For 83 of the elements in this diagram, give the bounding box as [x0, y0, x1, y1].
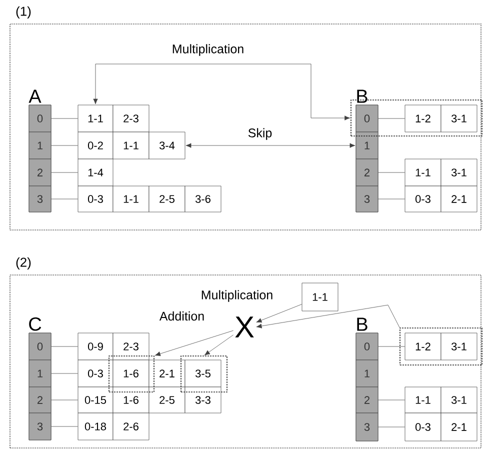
list-cell: 1-1: [78, 104, 114, 132]
array-name: A: [28, 90, 42, 103]
index-cell: 0: [28, 104, 52, 132]
edge-label: Multiplication: [170, 43, 246, 57]
list-cell: 2-6: [112, 412, 150, 440]
panel-heading: (2): [16, 257, 31, 270]
list-cell: 1-6: [112, 360, 150, 388]
index-cell: 1: [356, 132, 378, 160]
connector: [378, 426, 405, 428]
index-cell: 1: [356, 360, 378, 388]
list-cell: 2-5: [148, 386, 186, 414]
index-cell: 1: [28, 132, 52, 160]
operation-label: Addition: [159, 311, 204, 321]
index-cell: 2: [28, 158, 52, 186]
connector: [378, 346, 405, 347]
selection-box: [400, 328, 482, 366]
list-cell: 0-9: [78, 332, 114, 360]
selection-box: [180, 356, 228, 392]
index-cell: 1: [28, 360, 52, 388]
list-cell: 1-1: [302, 282, 338, 312]
list-cell: 1-1: [112, 132, 150, 160]
connector: [378, 198, 405, 200]
list-cell: 1-4: [78, 158, 114, 186]
list-cell: 0-3: [404, 412, 442, 442]
operation-label: Multiplication: [202, 290, 272, 302]
connector: [378, 172, 405, 173]
list-cell: 0-3: [78, 186, 114, 212]
list-cell: 1-1: [404, 158, 442, 186]
selection-box: [108, 356, 154, 392]
list-cell: 3-1: [440, 386, 478, 414]
list-cell: 0-18: [78, 412, 114, 440]
list-cell: 2-1: [440, 186, 478, 212]
list-cell: 3-5: [184, 360, 222, 388]
connector: [378, 118, 405, 119]
list-cell: 0-2: [78, 132, 114, 160]
connector: [51, 426, 78, 427]
index-cell: 3: [356, 186, 378, 212]
list-cell: 0-3: [78, 360, 114, 388]
list-cell: 1-1: [404, 386, 442, 414]
list-cell: 0-15: [78, 386, 114, 414]
index-cell: 2: [356, 386, 378, 414]
connector: [51, 172, 78, 173]
list-cell: 2-3: [112, 332, 150, 360]
list-cell: 1-2: [404, 332, 442, 360]
list-cell: 2-1: [440, 412, 478, 442]
connector: [51, 145, 78, 146]
connector: [256, 304, 400, 328]
array-name: B: [357, 90, 368, 103]
list-cell: 0-3: [404, 186, 442, 212]
list-cell: 2-5: [148, 186, 186, 212]
edge-label: Skip: [246, 127, 274, 141]
connector: [186, 143, 356, 148]
index-cell: 3: [28, 186, 52, 212]
list-cell: 1-1: [112, 186, 150, 212]
list-cell: 3-1: [440, 104, 478, 132]
index-cell: 0: [28, 332, 52, 360]
index-cell: 0: [356, 104, 378, 132]
connector: [93, 64, 350, 120]
connector: [51, 198, 78, 200]
list-cell: 3-4: [148, 132, 186, 160]
connector: [51, 346, 78, 347]
connector: [256, 304, 302, 323]
connector: [204, 334, 234, 356]
index-cell: 2: [356, 158, 378, 186]
connector: [51, 118, 78, 119]
operator-symbol: X: [235, 316, 254, 338]
list-cell: 2-1: [148, 360, 186, 388]
list-cell: 3-1: [440, 158, 478, 186]
index-cell: 3: [28, 412, 52, 440]
connector: [154, 330, 234, 356]
list-cell: 3-1: [440, 332, 478, 360]
list-cell: 3-3: [184, 386, 222, 414]
array-name: C: [29, 317, 42, 331]
connector: [51, 373, 78, 374]
array-name: B: [357, 318, 368, 331]
list-cell: 3-6: [184, 186, 222, 212]
panel-heading: (1): [16, 6, 31, 18]
list-cell: 1-2: [404, 104, 442, 132]
list-cell: 1-6: [112, 386, 150, 414]
index-cell: 3: [356, 412, 378, 442]
index-cell: 2: [28, 386, 52, 414]
list-cell: 2-3: [112, 104, 150, 132]
index-cell: 0: [356, 332, 378, 360]
